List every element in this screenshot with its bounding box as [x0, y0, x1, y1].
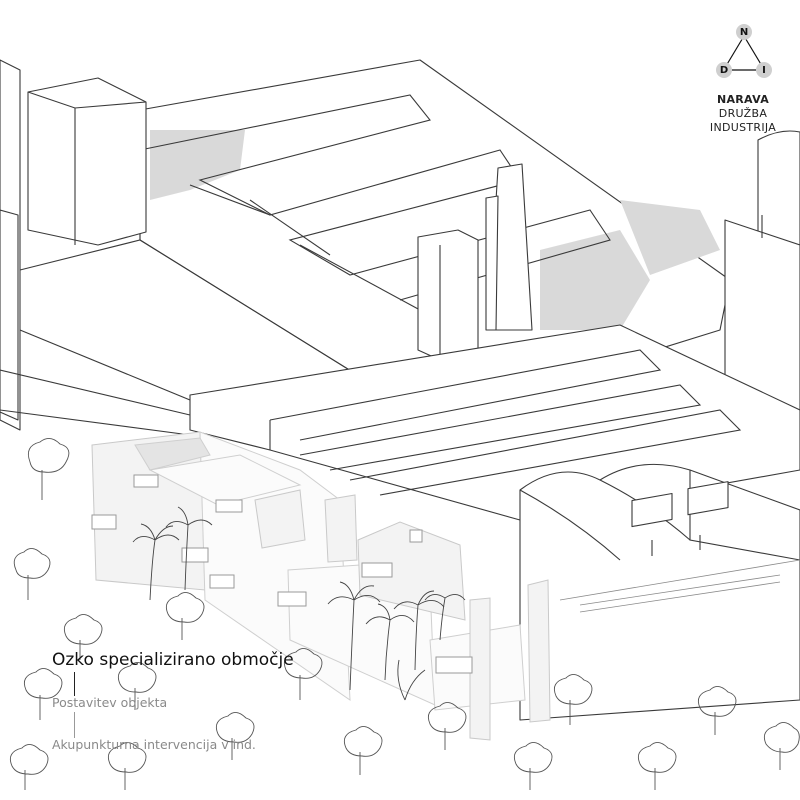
label-connector-1 — [74, 672, 75, 696]
legend: N D I NARAVA DRUŽBA INDUSTRIJA — [706, 22, 786, 142]
intervention-model — [91, 431, 551, 741]
left-edge-building — [0, 59, 21, 431]
legend-node-d: D — [716, 62, 732, 78]
vault-hall — [519, 463, 800, 721]
tree-group — [9, 438, 800, 790]
legend-triangle — [725, 35, 763, 71]
legend-line-2: INDUSTRIJA — [709, 121, 777, 134]
right-tower — [724, 130, 800, 421]
label-main: Ozko specializirano območje — [52, 650, 294, 670]
legend-node-i: I — [756, 62, 772, 78]
hall-beam — [579, 574, 781, 613]
legend-title: NARAVA — [716, 93, 770, 106]
label-sub-1: Postavitev objekta — [52, 695, 168, 710]
label-connector-2 — [74, 712, 75, 738]
tall-block — [27, 77, 147, 246]
legend-node-n: N — [736, 24, 752, 40]
palm-group — [132, 506, 466, 701]
label-sub-2: Akupunkturna intervencija v ind. — [52, 737, 256, 752]
chimney — [417, 163, 533, 361]
legend-line-1: DRUŽBA — [718, 107, 768, 120]
